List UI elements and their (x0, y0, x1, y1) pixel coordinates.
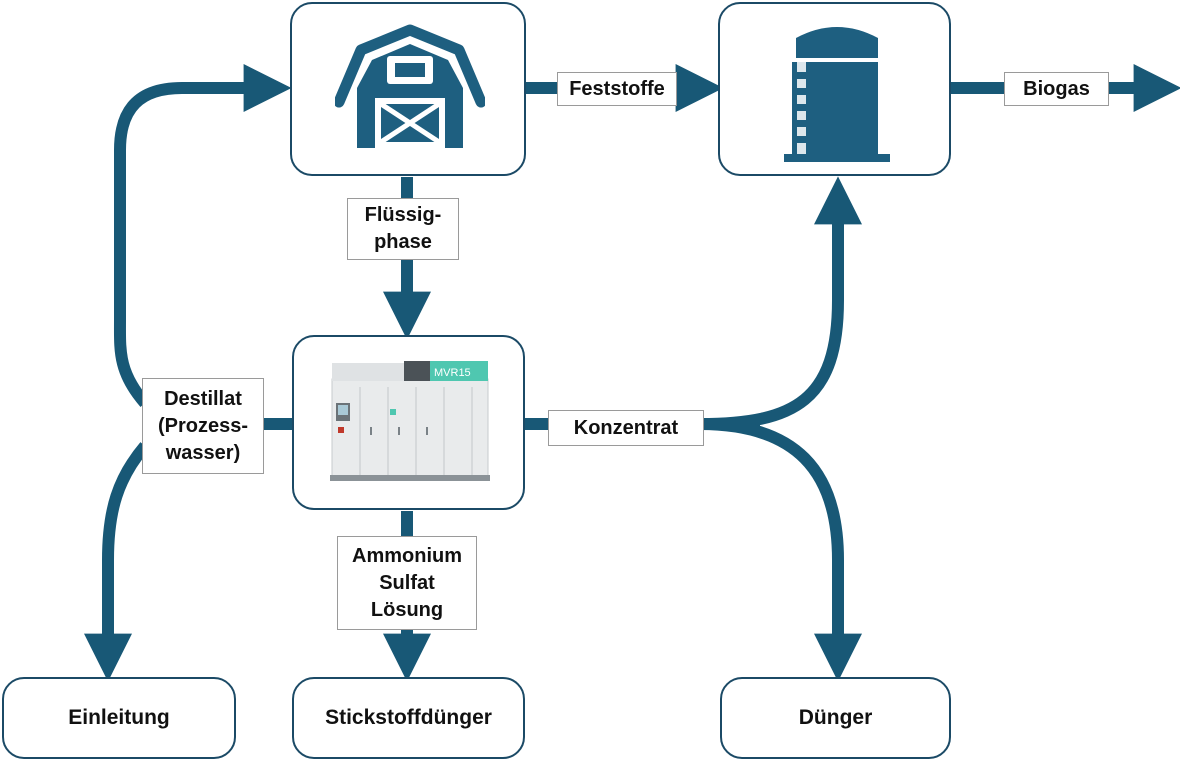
label-destillat: Destillat (Prozess- wasser) (142, 378, 264, 474)
label-konzentrat: Konzentrat (548, 410, 704, 446)
barn-icon (335, 24, 485, 148)
label-biogas: Biogas (1004, 72, 1109, 106)
label-ammonium-sulfat: Ammonium Sulfat Lösung (337, 536, 477, 630)
output-duenger-label: Dünger (798, 706, 873, 729)
arrow-recirculation (113, 64, 292, 407)
barn-node (290, 2, 526, 176)
output-einleitung-label: Einleitung (68, 706, 170, 729)
label-fluessigphase: Flüssig- phase (347, 198, 459, 260)
label-feststoffe: Feststoffe (557, 72, 677, 106)
machine-node: MVR15 (292, 335, 525, 510)
machine-badge: MVR15 (434, 367, 471, 379)
biogas-silo-icon (784, 27, 890, 162)
output-stickstoffduenger: Stickstoffdünger (292, 677, 525, 759)
arrow-konzentrat-silo (699, 176, 862, 430)
output-stickstoffduenger-label: Stickstoffdünger (325, 706, 492, 729)
silo-node (718, 2, 951, 176)
mvr-evaporator-icon: MVR15 (330, 361, 490, 481)
output-einleitung: Einleitung (2, 677, 236, 759)
output-duenger: Dünger (720, 677, 951, 759)
arrow-einleitung (84, 442, 150, 682)
arrow-duenger (699, 418, 862, 682)
